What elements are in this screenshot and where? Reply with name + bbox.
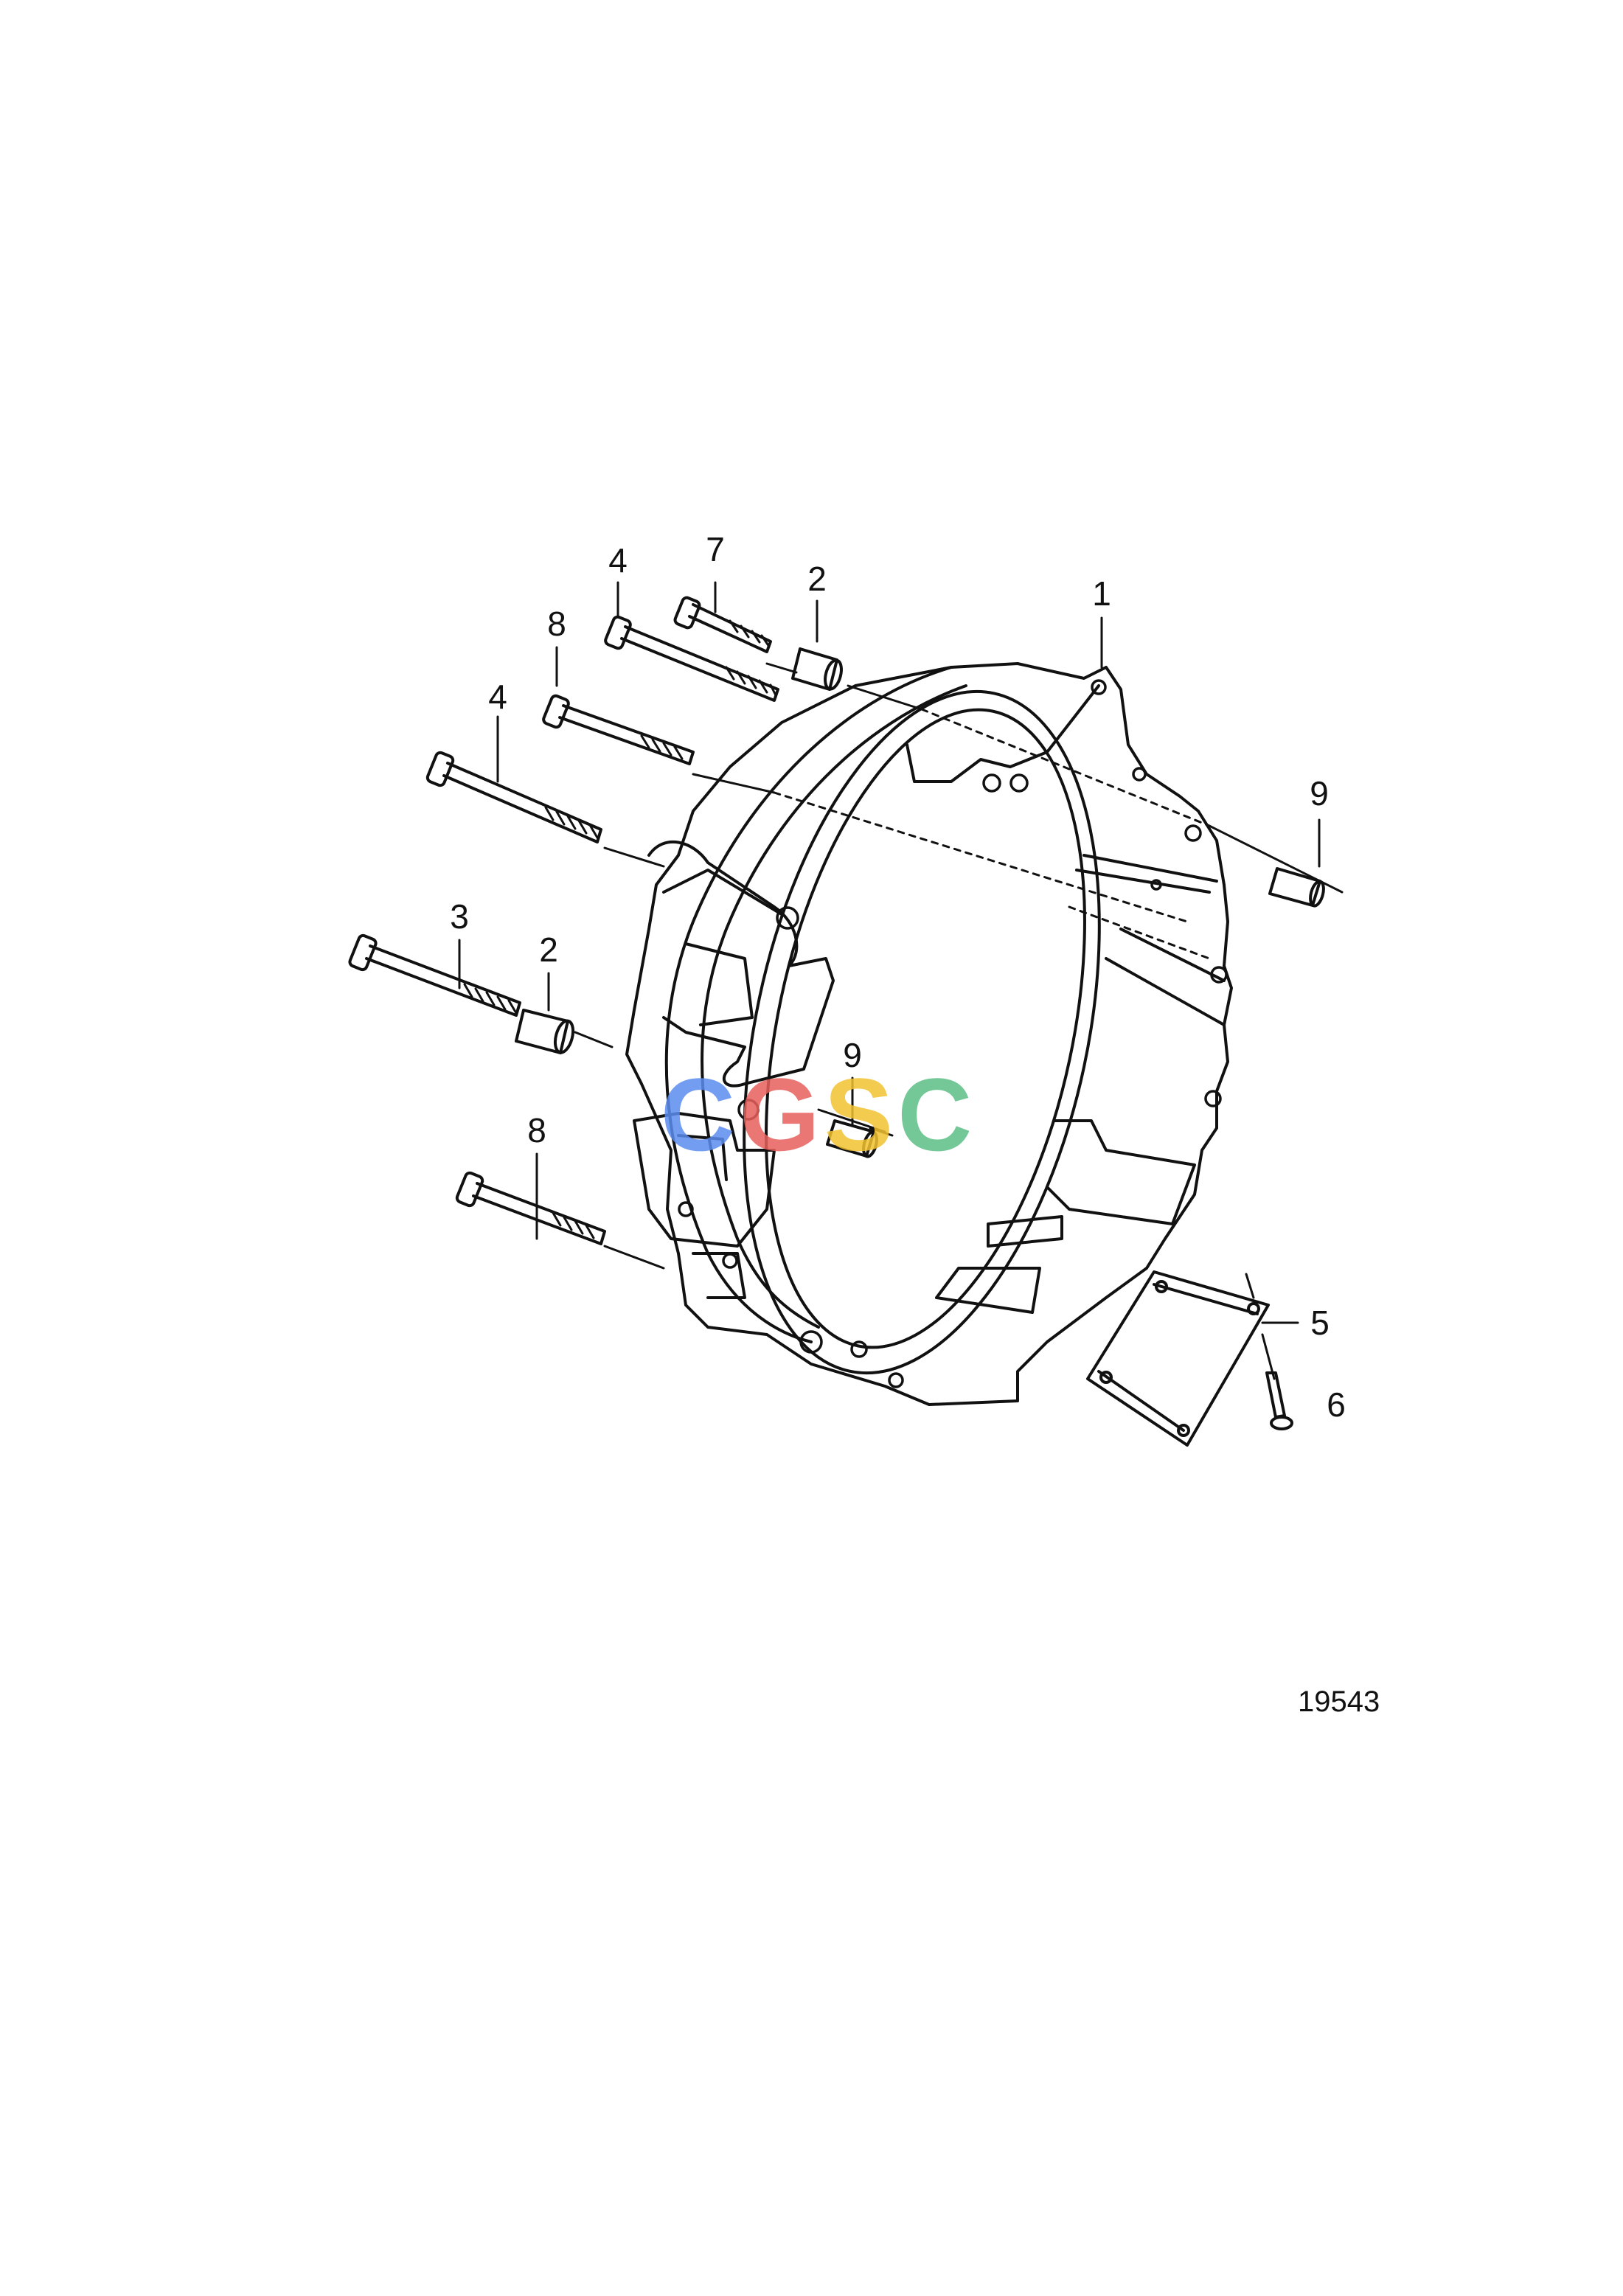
callout-5: 5 bbox=[1310, 1304, 1330, 1342]
callout-2-upper: 2 bbox=[807, 560, 827, 598]
bolt-8-lower bbox=[455, 1171, 606, 1245]
screw-6 bbox=[1265, 1371, 1293, 1430]
callout-7: 7 bbox=[706, 530, 725, 568]
figure-number: 19543 bbox=[1298, 1686, 1380, 1718]
cgsc-watermark-logo: CGSC bbox=[661, 1055, 977, 1175]
callout-1: 1 bbox=[1092, 574, 1111, 613]
housing-hole bbox=[1210, 966, 1228, 984]
callout-8-lower: 8 bbox=[527, 1111, 546, 1149]
sleeve-2-lower bbox=[515, 1009, 575, 1054]
housing-hole bbox=[799, 1330, 823, 1354]
bolt-4-lower bbox=[425, 751, 602, 843]
watermark-letter: C bbox=[660, 1057, 740, 1172]
leader-lines bbox=[458, 581, 1321, 1380]
housing-hole bbox=[850, 1340, 868, 1358]
dashed-axis bbox=[920, 708, 1211, 827]
housing-hole bbox=[1204, 1090, 1222, 1107]
dashed-axis bbox=[773, 791, 1189, 923]
bolt-3 bbox=[348, 933, 521, 1017]
sleeve-2-upper bbox=[791, 647, 843, 691]
housing-hole bbox=[888, 1372, 904, 1388]
callout-3: 3 bbox=[450, 897, 469, 936]
housing-hole bbox=[982, 773, 1001, 793]
housing-left-boss bbox=[647, 841, 835, 1088]
housing-hole bbox=[678, 1201, 694, 1217]
watermark-letter: C bbox=[897, 1057, 977, 1172]
dashed-axis bbox=[1068, 905, 1211, 960]
housing-hole bbox=[776, 906, 799, 930]
housing-hole bbox=[1091, 679, 1107, 695]
callout-6: 6 bbox=[1327, 1385, 1346, 1424]
housing-hole bbox=[1150, 879, 1162, 891]
bolt-8-upper bbox=[542, 694, 695, 765]
bolt-axis-lines bbox=[574, 662, 1344, 1270]
housing-lower-foot bbox=[633, 1112, 776, 1248]
watermark-letter: G bbox=[739, 1057, 824, 1172]
cover-plate-5 bbox=[1086, 1270, 1270, 1447]
housing-rim-band bbox=[664, 666, 953, 1343]
callout-2-lower: 2 bbox=[539, 930, 558, 969]
callout-4-upper: 4 bbox=[608, 541, 628, 580]
plug-9-lower bbox=[826, 1119, 878, 1158]
bolt-4-upper bbox=[604, 615, 779, 702]
bolt-7 bbox=[673, 596, 772, 653]
housing-outer-flange bbox=[625, 662, 1233, 1406]
callout-9-upper: 9 bbox=[1310, 774, 1329, 813]
housing-bore-lip bbox=[743, 689, 1101, 1375]
housing-hole bbox=[1184, 824, 1202, 842]
plug-9-upper bbox=[1268, 867, 1325, 908]
housing-hole bbox=[1132, 767, 1147, 782]
callout-4-lower: 4 bbox=[488, 678, 507, 716]
housing-hole bbox=[737, 1099, 760, 1121]
housing-hole bbox=[1009, 773, 1029, 793]
callout-8-upper: 8 bbox=[547, 605, 566, 643]
flywheel-housing bbox=[625, 662, 1233, 1406]
housing-hole bbox=[722, 1253, 738, 1269]
watermark-letter: S bbox=[824, 1057, 898, 1172]
housing-bore bbox=[765, 708, 1086, 1349]
callout-9-lower: 9 bbox=[843, 1036, 862, 1074]
